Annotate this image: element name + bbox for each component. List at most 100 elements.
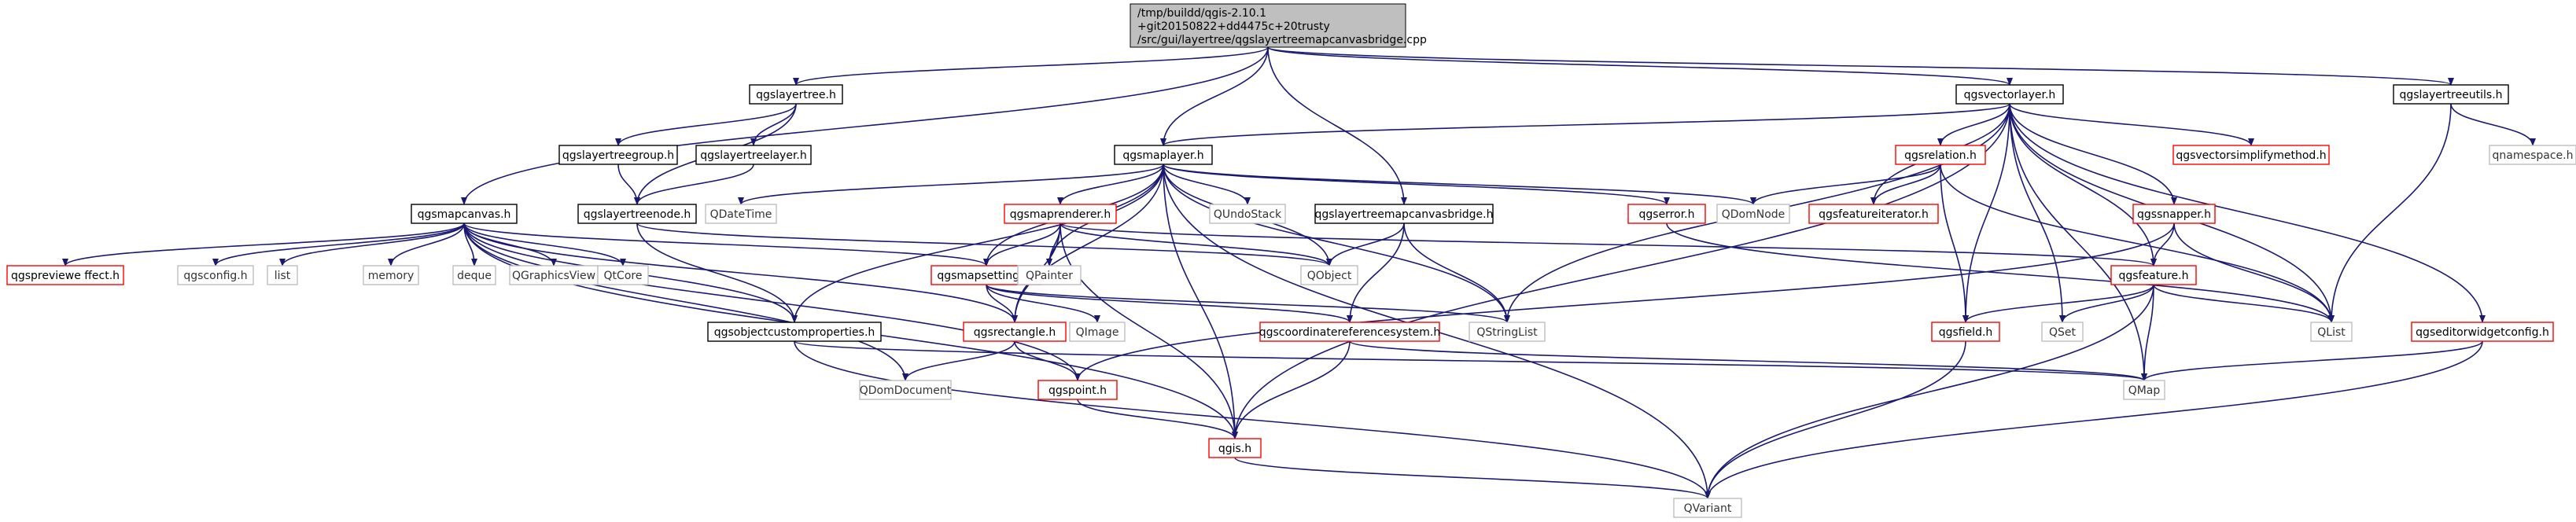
edge-qgsmapcanvas_h-to-qgsconfig_h (212, 222, 465, 267)
node-label: qgsmaprenderer.h (1010, 208, 1111, 221)
root-source-file-node[interactable]: /tmp/buildd/qgis-2.10.1 +git20150822+dd4… (1130, 3, 1427, 48)
node-qgsmaplayer-h[interactable]: qgsmaplayer.h (1114, 145, 1213, 165)
node-qgsfeature-h[interactable]: qgsfeature.h (2110, 265, 2197, 285)
node-label: qgspreviewe ffect.h (11, 270, 120, 282)
edge-qgsvectorlayer_h-to-qgsvectorsimplifymethod_h (2009, 103, 2254, 146)
node-qgsfeatureiterator-h[interactable]: qgsfeatureiterator.h (1808, 204, 1939, 224)
node-qgslayertreemapcanvasbridge-h[interactable]: qgslayertreemapcanvasbridge.h (1314, 204, 1494, 224)
root-line-2: +git20150822+dd4475c+20trusty (1137, 20, 1330, 33)
node-qgsobjectcustomproperties-h[interactable]: qgsobjectcustomproperties.h (707, 322, 882, 342)
edge-qgslayertreegroup_h-to-qgslayertreenode_h (617, 164, 640, 205)
edge-qgslayertreemapcanvasbridge_h-to-QObject (1326, 222, 1405, 267)
node-qgscoordinatereferencesystem-h[interactable]: qgscoordinatereferencesystem.h (1259, 322, 1441, 342)
edge-qgsrelation_h-to-qgsfeatureiterator_h (1870, 164, 1941, 205)
edge-qgsmapsettings_h-to-QStringList (986, 284, 1510, 323)
edge-qgis_h-to-QVariant (1234, 457, 1711, 499)
edge-qgserror_h-to-QList (1666, 222, 2335, 323)
edge-qgsmaplayer_h-to-QStringList (1163, 164, 1510, 323)
edge-qgsmaplayer_h-to-qgsobjectcustomproperties_h (791, 164, 1164, 323)
edge-qgsmapcanvas_h-to-qgsrectangle_h (463, 222, 1018, 323)
edge-qgssnapper_h-to-QList (2173, 222, 2335, 323)
node-qgslayertreeutils-h[interactable]: qgslayertreeutils.h (2393, 84, 2509, 105)
edge-qgsmapcanvas_h-to-qgsmapsettings_h (463, 222, 989, 267)
node-label: QStringList (1476, 326, 1538, 339)
node-QStringList: QStringList (1469, 322, 1546, 342)
node-qgsrelation-h[interactable]: qgsrelation.h (1895, 145, 1986, 165)
edge-qgslayertree_h-to-qgslayertreegroup_h (615, 103, 797, 146)
edge-root-to-qgslayertreemapcanvasbridge_h (1267, 46, 1407, 205)
node-label: QSet (2049, 326, 2077, 339)
node-qgsvectorsimplifymethod-h[interactable]: qgsvectorsimplifymethod.h (2172, 145, 2330, 165)
node-label: qgsvectorlayer.h (1964, 89, 2056, 101)
node-label: QList (2317, 326, 2346, 339)
node-label: qgsconfig.h (183, 270, 247, 282)
node-qgslayertreenode-h[interactable]: qgslayertreenode.h (577, 204, 697, 224)
node-qgslayertreelayer-h[interactable]: qgslayertreelayer.h (695, 145, 812, 165)
edge-qgsmaprenderer_h-to-qgsmapsettings_h (983, 222, 1061, 267)
edge-qgsmaplayer_h-to-QDomNode (1163, 164, 1756, 205)
node-qgserror-h[interactable]: qgserror.h (1627, 204, 1706, 224)
edge-qgsmapsettings_h-to-QImage (986, 284, 1100, 323)
node-qgslayertree-h[interactable]: qgslayertree.h (749, 84, 843, 105)
node-label: qgsmapcanvas.h (418, 208, 511, 221)
node-qgsmaprenderer-h[interactable]: qgsmaprenderer.h (1004, 204, 1117, 224)
edge-qgslayertreemapcanvasbridge_h-to-QStringList (1403, 222, 1510, 323)
node-label: qgsrelation.h (1904, 149, 1977, 162)
node-qgseditorwidgetconfig-h[interactable]: qgseditorwidgetconfig.h (2411, 322, 2554, 342)
node-label: deque (457, 270, 492, 282)
node-label: QVariant (1684, 502, 1732, 515)
edge-qgsmapsettings_h-to-qgscoordinatereferencesystem_h (986, 284, 1353, 323)
edge-qgsvectorlayer_h-to-QMap (2009, 103, 2147, 381)
edge-qgsfeature_h-to-QList (2153, 284, 2335, 323)
node-QList: QList (2310, 322, 2353, 342)
node-QGraphicsView: QGraphicsView (509, 265, 599, 285)
edge-qgsfeature_h-to-QVariant (1704, 284, 2154, 499)
node-label: qgscoordinatereferencesystem.h (1259, 326, 1441, 339)
edge-qgsmaprenderer_h-to-qgis_h (1060, 222, 1238, 439)
node-label: QtCore (604, 270, 643, 282)
edge-qgsrectangle_h-to-qgspoint_h (1014, 340, 1081, 381)
node-qgssnapper-h[interactable]: qgssnapper.h (2132, 204, 2216, 224)
node-QImage: QImage (1069, 322, 1126, 342)
edge-qgsobjectcustomproperties_h-to-QVariant (794, 340, 1711, 499)
node-label: QGraphicsView (512, 270, 595, 282)
node-label: qgsmapsettings.h (937, 270, 1035, 282)
node-label: qnamespace.h (2493, 149, 2574, 162)
edge-qgsrelation_h-to-QList (1940, 164, 2335, 323)
node-QDateTime: QDateTime (705, 204, 777, 224)
edge-qgsrectangle_h-to-QDomDocument (902, 340, 1015, 381)
node-label: qgsfeatureiterator.h (1819, 208, 1929, 221)
edge-qgseditorwidgetconfig_h-to-QMap (2141, 340, 2483, 381)
edge-qgslayertreeutils_h-to-qnamespace_h (2450, 103, 2536, 146)
edge-qgsmapcanvas_h-to-QDomDocument (463, 222, 908, 381)
edge-qgsvectorlayer_h-to-qgis_h (1232, 103, 2010, 439)
node-qgspoint-h[interactable]: qgspoint.h (1037, 380, 1118, 400)
node-label: list (275, 270, 291, 282)
node-label: qgspoint.h (1048, 384, 1107, 397)
node-label: qgssnapper.h (2137, 208, 2211, 221)
node-QUndoStack: QUndoStack (1209, 204, 1286, 224)
edge-qgslayertreenode_h-to-qgsobjectcustomproperties_h (636, 222, 798, 323)
node-qgis-h[interactable]: qgis.h (1208, 438, 1262, 458)
node-QVariant: QVariant (1673, 498, 1742, 518)
node-label: qgsobjectcustomproperties.h (714, 326, 875, 339)
node-qgslayertreegroup-h[interactable]: qgslayertreegroup.h (558, 145, 678, 165)
edge-qgsmaplayer_h-to-qgserror_h (1163, 164, 1670, 205)
edge-qgsmapcanvas_h-to-list (279, 222, 465, 267)
node-label: qgslayertreemapcanvasbridge.h (1314, 208, 1493, 221)
node-QDomNode: QDomNode (1716, 204, 1790, 224)
node-memory: memory (363, 265, 419, 285)
node-label: qgsfield.h (1939, 326, 1993, 339)
edge-root-to-qgsmaplayer_h (1160, 46, 1269, 146)
edge-qgsfeature_h-to-QSet (2059, 284, 2154, 323)
node-qgsrectangle-h[interactable]: qgsrectangle.h (963, 322, 1067, 342)
node-label: QObject (1307, 270, 1352, 282)
node-qgsvectorlayer-h[interactable]: qgsvectorlayer.h (1955, 84, 2064, 105)
edge-qgssnapper_h-to-qgspoint_h (1074, 222, 2175, 381)
node-qgspreviewe-h[interactable]: qgspreviewe ffect.h (6, 265, 124, 285)
node-qgsfield-h[interactable]: qgsfield.h (1931, 322, 2000, 342)
node-QDomDocument: QDomDocument (859, 380, 952, 400)
edge-qgsfeature_h-to-qgsfield_h (1962, 284, 2154, 323)
node-qgsmapcanvas-h[interactable]: qgsmapcanvas.h (411, 204, 518, 224)
